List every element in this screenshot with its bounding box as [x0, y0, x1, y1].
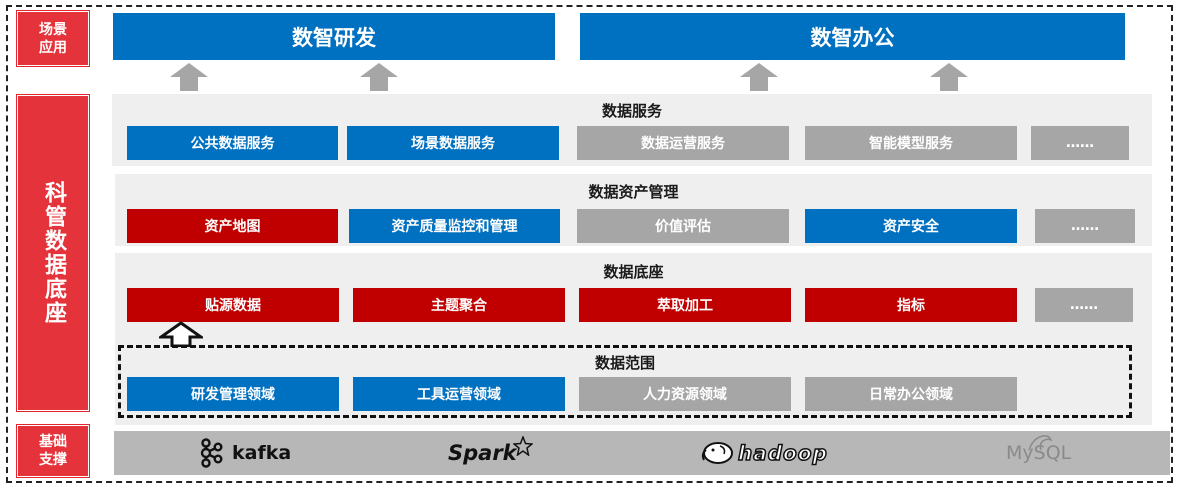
up-arrow-outline-icon: [159, 321, 203, 347]
base-item-source-label: 贴源数据: [205, 298, 261, 314]
service-item-public: 公共数据服务: [127, 126, 338, 160]
side-label-scene-line2: 应用: [39, 39, 67, 56]
kafka-icon: [200, 438, 223, 468]
asset-item-quality-label: 资产质量监控和管理: [391, 219, 518, 235]
asset-item-more: ……: [1035, 209, 1135, 243]
side-label-support: 基础支撑: [16, 424, 90, 478]
base-item-topic: 主题聚合: [353, 288, 565, 322]
base-item-extract: 萃取加工: [579, 288, 791, 322]
outer-frame: [6, 5, 1173, 483]
scope-item-hr-label: 人力资源领域: [643, 387, 727, 403]
scope-item-office-label: 日常办公领域: [869, 387, 953, 403]
service-item-operation-label: 数据运营服务: [641, 136, 725, 152]
asset-item-security: 资产安全: [805, 209, 1017, 243]
base-item-more: ……: [1035, 288, 1133, 322]
asset-item-valuation-label: 价值评估: [655, 219, 711, 235]
asset-item-security-label: 资产安全: [883, 219, 939, 235]
scope-item-rd-label: 研发管理领域: [191, 387, 275, 403]
base-item-more-label: ……: [1070, 297, 1098, 313]
base-item-indicator: 指标: [805, 288, 1017, 322]
side-label-support-line2: 支撑: [39, 452, 67, 468]
hadoop-logo: hadoop: [700, 431, 828, 475]
service-item-public-label: 公共数据服务: [190, 136, 275, 152]
mysql-dolphin-icon: [1028, 435, 1053, 451]
asset-item-valuation: 价值评估: [577, 209, 789, 243]
top-bar-office-label: 数智办公: [810, 25, 895, 50]
hadoop-logo-text: hadoop: [737, 440, 828, 466]
section-data-base-title: 数据底座: [603, 263, 664, 281]
up-arrow-3: [740, 63, 778, 91]
scope-item-hr: 人力资源领域: [579, 377, 791, 411]
base-item-source: 贴源数据: [127, 288, 339, 322]
section-asset-management-title: 数据资产管理: [588, 183, 679, 201]
asset-item-quality: 资产质量监控和管理: [349, 209, 560, 243]
side-label-platform-text: 科管数据底座: [41, 181, 66, 325]
asset-item-map: 资产地图: [127, 209, 338, 243]
scope-item-rd: 研发管理领域: [127, 377, 339, 411]
mysql-logo-text: MySQL: [1006, 442, 1072, 464]
base-item-topic-label: 主题聚合: [431, 298, 487, 314]
side-label-scene: 场景应用: [16, 10, 90, 67]
up-arrow-2: [360, 63, 398, 91]
spark-logo: Spark: [448, 431, 533, 475]
service-item-more: ……: [1031, 126, 1129, 160]
top-bar-office: 数智办公: [580, 13, 1125, 60]
service-item-model-label: 智能模型服务: [869, 136, 953, 152]
section-data-service-title: 数据服务: [601, 102, 662, 120]
kafka-logo-text: kafka: [232, 442, 292, 464]
top-bar-rd-label: 数智研发: [292, 25, 376, 50]
up-arrow-1: [170, 63, 208, 91]
mysql-logo: MySQL: [1006, 431, 1071, 475]
service-item-operation: 数据运营服务: [577, 126, 789, 160]
kafka-logo: kafka: [198, 431, 291, 475]
base-item-extract-label: 萃取加工: [657, 298, 713, 314]
scope-item-tools-label: 工具运营领域: [417, 387, 501, 403]
base-item-indicator-label: 指标: [897, 298, 925, 314]
section-data-scope-title: 数据范围: [594, 354, 655, 372]
side-label-support-line1: 基础: [39, 434, 67, 450]
service-item-scene-label: 场景数据服务: [411, 136, 495, 152]
hadoop-elephant-icon: [701, 442, 733, 464]
service-item-more-label: ……: [1066, 135, 1094, 151]
service-item-model: 智能模型服务: [805, 126, 1017, 160]
side-label-platform: 科管数据底座: [16, 94, 90, 412]
up-arrow-4: [930, 63, 968, 91]
service-item-scene: 场景数据服务: [347, 126, 559, 160]
scope-item-office: 日常办公领域: [805, 377, 1017, 411]
top-bar-rd: 数智研发: [113, 13, 555, 60]
support-bar: kafka Spark hadoop MySQL: [114, 431, 1170, 475]
data-scope-frame: 数据范围: [118, 345, 1132, 418]
side-label-scene-line1: 场景: [39, 21, 67, 38]
spark-logo-text: Spark: [448, 441, 517, 465]
spark-star-icon: [512, 436, 533, 456]
scope-item-tools: 工具运营领域: [353, 377, 565, 411]
asset-item-more-label: ……: [1071, 218, 1099, 234]
asset-item-map-label: 资产地图: [204, 219, 261, 235]
